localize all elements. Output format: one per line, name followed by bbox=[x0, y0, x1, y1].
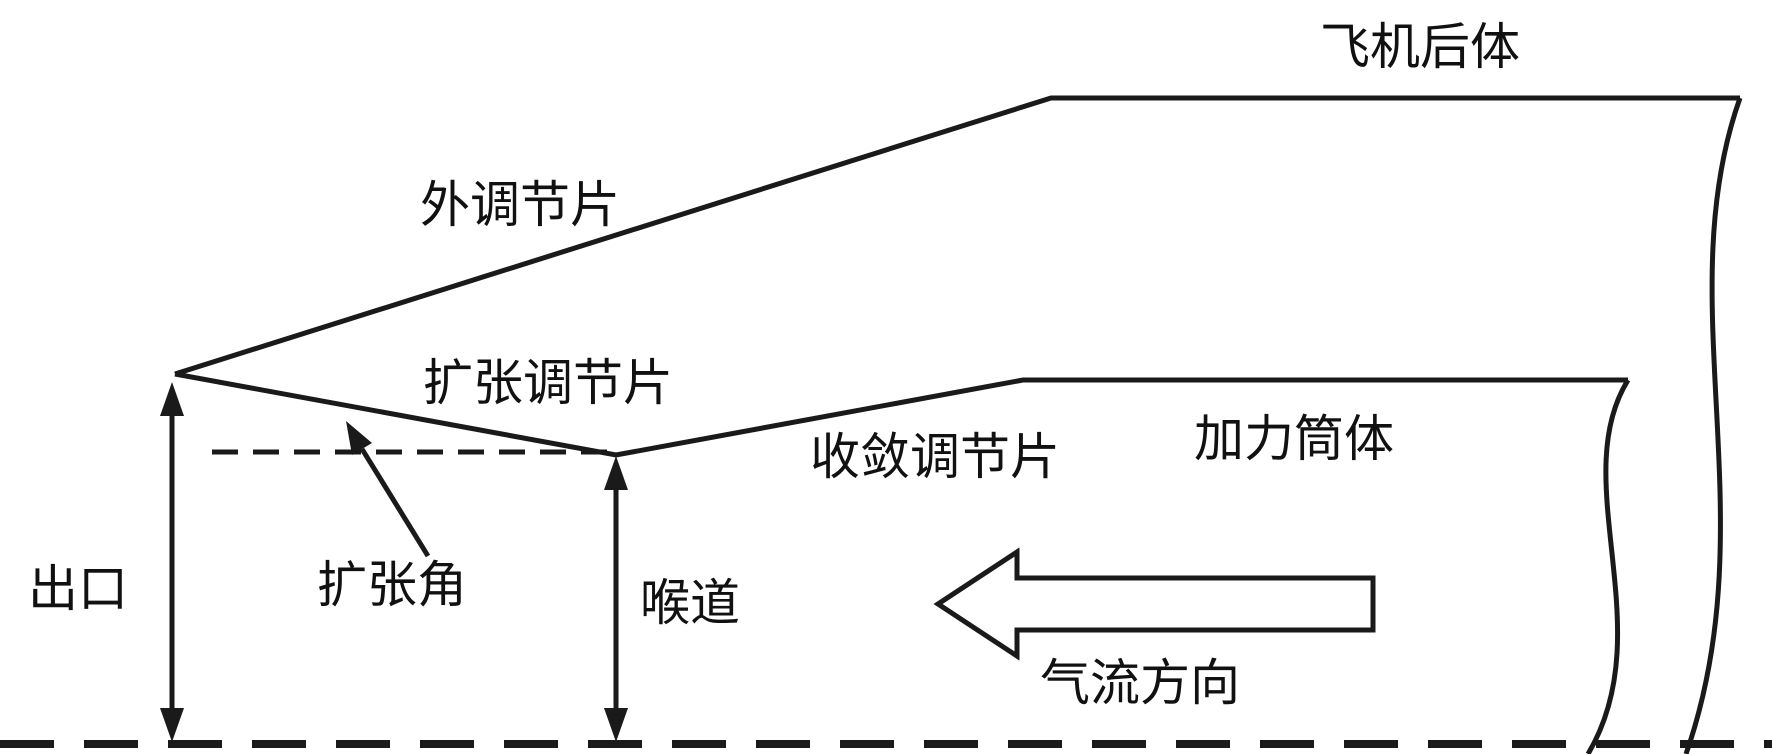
label-airflow-direction: 气流方向 bbox=[1040, 655, 1240, 711]
arrow-up-icon bbox=[604, 456, 628, 490]
label-exit: 出口 bbox=[28, 561, 128, 617]
inner-nozzle-contour bbox=[174, 371, 1628, 458]
arrow-down-icon bbox=[160, 708, 184, 742]
label-divergence-angle: 扩张角 bbox=[317, 557, 467, 613]
label-outer-flap: 外调节片 bbox=[420, 177, 620, 233]
label-convergent-flap: 收敛调节片 bbox=[810, 429, 1060, 485]
afterbody-outer-outline bbox=[174, 95, 1740, 377]
label-afterbody: 飞机后体 bbox=[1320, 19, 1520, 75]
label-divergent-flap: 扩张调节片 bbox=[423, 355, 673, 411]
divergence-angle-pointer bbox=[346, 421, 431, 558]
exit-dimension-arrow bbox=[160, 382, 184, 742]
arrow-down-icon bbox=[604, 708, 628, 742]
airflow-left-arrow-icon bbox=[933, 547, 1376, 661]
label-afterburner-duct: 加力筒体 bbox=[1194, 411, 1394, 467]
outer-break-line bbox=[1683, 97, 1743, 754]
throat-dimension-arrow bbox=[604, 456, 628, 742]
label-throat: 喉道 bbox=[640, 575, 740, 631]
inner-break-line bbox=[1585, 378, 1631, 754]
leader-arrowhead-icon bbox=[346, 421, 372, 455]
arrow-up-icon bbox=[160, 382, 184, 416]
